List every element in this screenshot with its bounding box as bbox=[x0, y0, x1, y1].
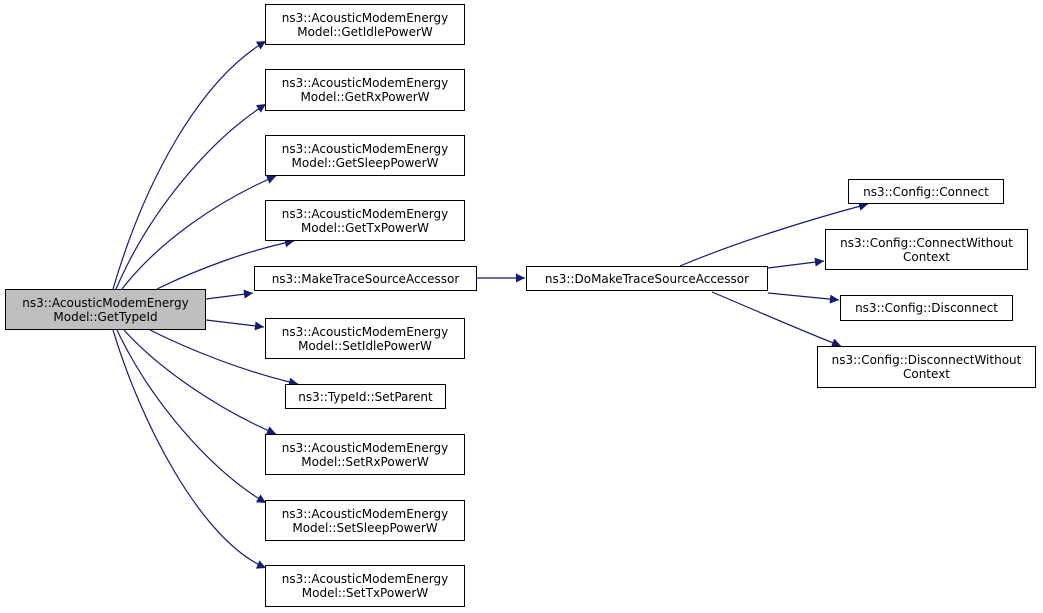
node-label: ns3::TypeId::SetParent bbox=[298, 389, 433, 404]
node-label: ns3::Config::DisconnectWithout Context bbox=[831, 353, 1022, 381]
node-label: ns3::Config::Connect bbox=[863, 184, 989, 199]
edge-to-make-trace-source-accessor bbox=[205, 289, 254, 300]
node-config-connect-without-context[interactable]: ns3::Config::ConnectWithout Context bbox=[825, 229, 1028, 270]
edge-to-set-tx-power-w bbox=[112, 329, 267, 569]
node-label: ns3::DoMakeTraceSourceAccessor bbox=[544, 271, 750, 286]
node-label: ns3::AcousticModemEnergy Model::SetSleep… bbox=[281, 506, 449, 535]
edge-to-get-sleep-power-w bbox=[121, 175, 277, 290]
node-label: ns3::AcousticModemEnergy Model::GetIdleP… bbox=[281, 10, 449, 39]
node-get-rx-power-w[interactable]: ns3::AcousticModemEnergy Model::GetRxPow… bbox=[265, 69, 465, 111]
node-config-disconnect-without-context[interactable]: ns3::Config::DisconnectWithout Context bbox=[817, 346, 1036, 388]
node-label: ns3::AcousticModemEnergy Model::SetRxPow… bbox=[281, 440, 449, 469]
node-label: ns3::AcousticModemEnergy Model::GetRxPow… bbox=[281, 76, 449, 104]
edge-to-set-idle-power-w bbox=[205, 319, 265, 331]
edge-to-typeid-set-parent bbox=[149, 329, 299, 387]
node-label: ns3::AcousticModemEnergy Model::GetSleep… bbox=[281, 141, 449, 170]
node-label: ns3::Config::ConnectWithout Context bbox=[840, 235, 1013, 264]
node-label: ns3::AcousticModemEnergy Model::SetTxPow… bbox=[281, 572, 449, 600]
node-label: ns3::AcousticModemEnergy Model::GetTypeI… bbox=[22, 295, 189, 324]
node-set-idle-power-w[interactable]: ns3::AcousticModemEnergy Model::SetIdleP… bbox=[265, 318, 465, 359]
edge-to-config-connect bbox=[679, 201, 869, 267]
call-edges bbox=[112, 40, 869, 569]
edge-to-config-connect-without-context bbox=[767, 257, 825, 269]
node-label: ns3::AcousticModemEnergy Model::GetTxPow… bbox=[281, 206, 449, 235]
edge-to-config-disconnect bbox=[767, 292, 840, 304]
edge-to-set-sleep-power-w bbox=[116, 329, 267, 504]
node-set-tx-power-w[interactable]: ns3::AcousticModemEnergy Model::SetTxPow… bbox=[265, 565, 465, 607]
node-do-make-trace-source-accessor[interactable]: ns3::DoMakeTraceSourceAccessor bbox=[526, 266, 768, 291]
node-get-tx-power-w[interactable]: ns3::AcousticModemEnergy Model::GetTxPow… bbox=[265, 200, 465, 241]
edge-to-get-rx-power-w bbox=[115, 103, 267, 290]
edge-to-get-tx-power-w bbox=[156, 238, 295, 290]
edge-to-get-idle-power-w bbox=[112, 40, 267, 290]
node-set-rx-power-w[interactable]: ns3::AcousticModemEnergy Model::SetRxPow… bbox=[265, 434, 465, 475]
node-set-sleep-power-w[interactable]: ns3::AcousticModemEnergy Model::SetSleep… bbox=[265, 500, 465, 541]
node-get-type-id: ns3::AcousticModemEnergy Model::GetTypeI… bbox=[5, 289, 206, 330]
node-label: ns3::AcousticModemEnergy Model::SetIdleP… bbox=[281, 324, 449, 353]
node-label: ns3::Config::Disconnect bbox=[855, 301, 998, 315]
node-typeid-set-parent[interactable]: ns3::TypeId::SetParent bbox=[285, 384, 446, 409]
edge-to-config-disconnect-without-context bbox=[711, 291, 842, 347]
node-get-sleep-power-w[interactable]: ns3::AcousticModemEnergy Model::GetSleep… bbox=[265, 135, 465, 176]
node-make-trace-source-accessor[interactable]: ns3::MakeTraceSourceAccessor bbox=[254, 266, 477, 291]
node-label: ns3::MakeTraceSourceAccessor bbox=[271, 271, 460, 286]
node-config-disconnect[interactable]: ns3::Config::Disconnect bbox=[840, 295, 1013, 321]
node-config-connect[interactable]: ns3::Config::Connect bbox=[848, 179, 1004, 204]
node-get-idle-power-w[interactable]: ns3::AcousticModemEnergy Model::GetIdleP… bbox=[265, 4, 465, 45]
edge-to-set-rx-power-w bbox=[123, 329, 277, 435]
